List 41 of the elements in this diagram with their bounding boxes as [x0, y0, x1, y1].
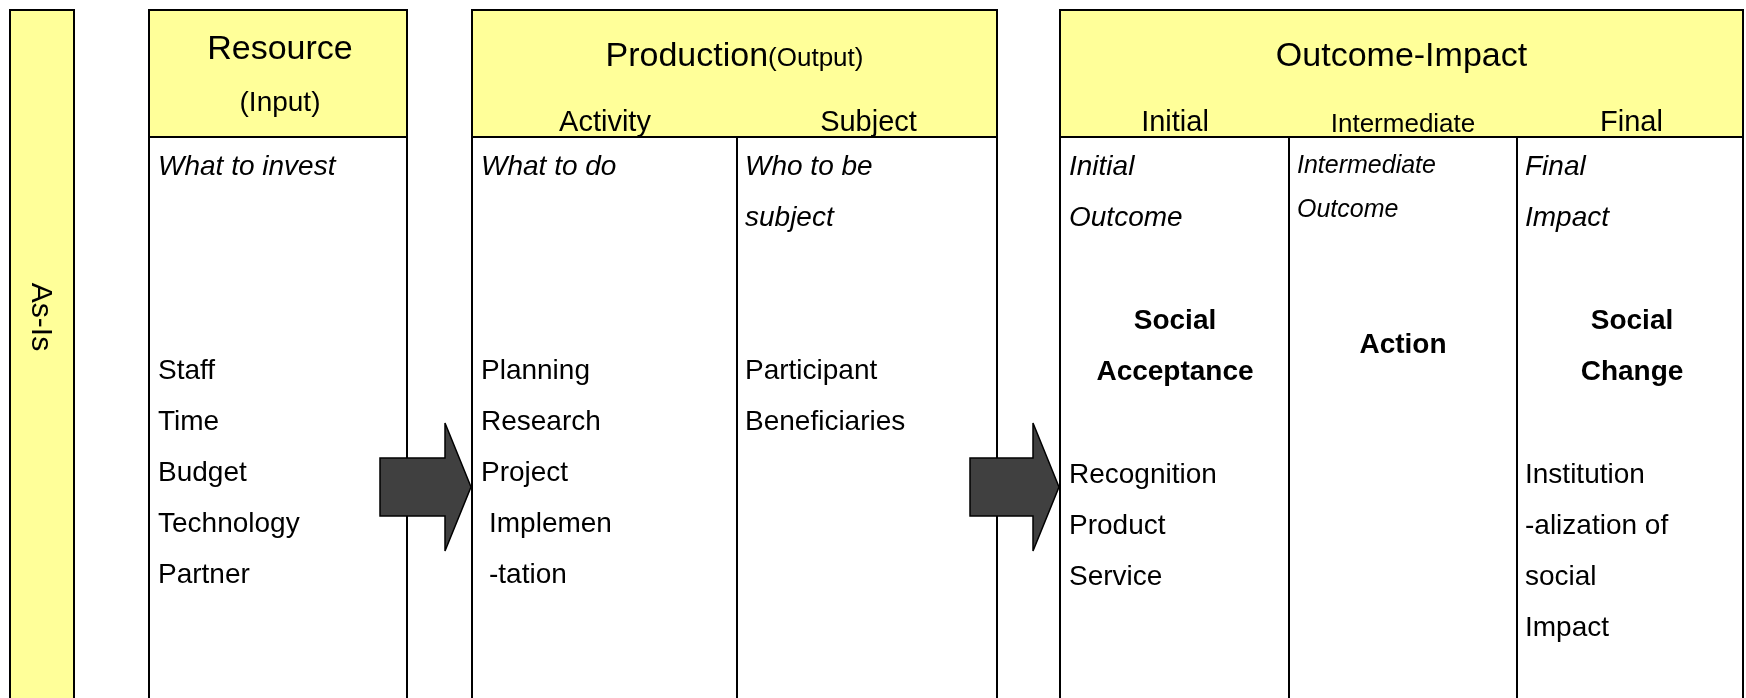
list-item: Research [481, 404, 602, 438]
question-text: What to do [481, 149, 618, 183]
emphasis-text: Social Acceptance [1095, 303, 1255, 388]
list-item: Recognition [1069, 457, 1218, 491]
list-item: Technology [158, 506, 301, 540]
column-subheading: Activity [558, 104, 652, 139]
list-item: Partner [158, 557, 251, 591]
list-item: Staff [158, 353, 217, 387]
section-subheading: (Output) [768, 42, 864, 72]
section-heading: Production [605, 35, 769, 73]
list-item: Service [1069, 559, 1164, 593]
question-text: Initial Outcome [1069, 149, 1184, 234]
table-section [471, 9, 998, 698]
question-text: What to invest [158, 149, 338, 183]
section-heading: Outcome-Impact [1275, 35, 1528, 73]
list-item: Planning [481, 353, 591, 387]
column-subheading: Initial [1140, 104, 1210, 139]
list-item: Institution -alization of social Impact [1525, 457, 1670, 644]
list-item: Time [158, 404, 221, 438]
question-text: Who to be subject [745, 149, 874, 234]
list-item: Product [1069, 508, 1167, 542]
block-arrow [379, 422, 472, 552]
column-subheading: Subject [819, 104, 918, 139]
column-heading: Resource [206, 27, 354, 68]
table-section [1059, 9, 1744, 698]
band-label: As-Is [24, 283, 60, 352]
question-text: Final Impact [1525, 149, 1611, 234]
emphasis-text: Social Change [1579, 303, 1685, 388]
column-subheading: Intermediate [1329, 107, 1477, 140]
list-item: Project [481, 455, 570, 489]
block-arrow [969, 422, 1060, 552]
emphasis-text: Action [1358, 327, 1448, 361]
column-subheading: Final [1599, 104, 1664, 139]
question-text: Intermediate Outcome [1297, 149, 1437, 224]
list-item: Beneficiaries [745, 404, 907, 438]
column-subheading: (Input) [238, 85, 322, 119]
table-column [148, 9, 408, 698]
list-item: Participant [745, 353, 879, 387]
list-item: Implemen -tation [489, 506, 613, 591]
list-item: Budget [158, 455, 248, 489]
side-band [9, 9, 75, 698]
